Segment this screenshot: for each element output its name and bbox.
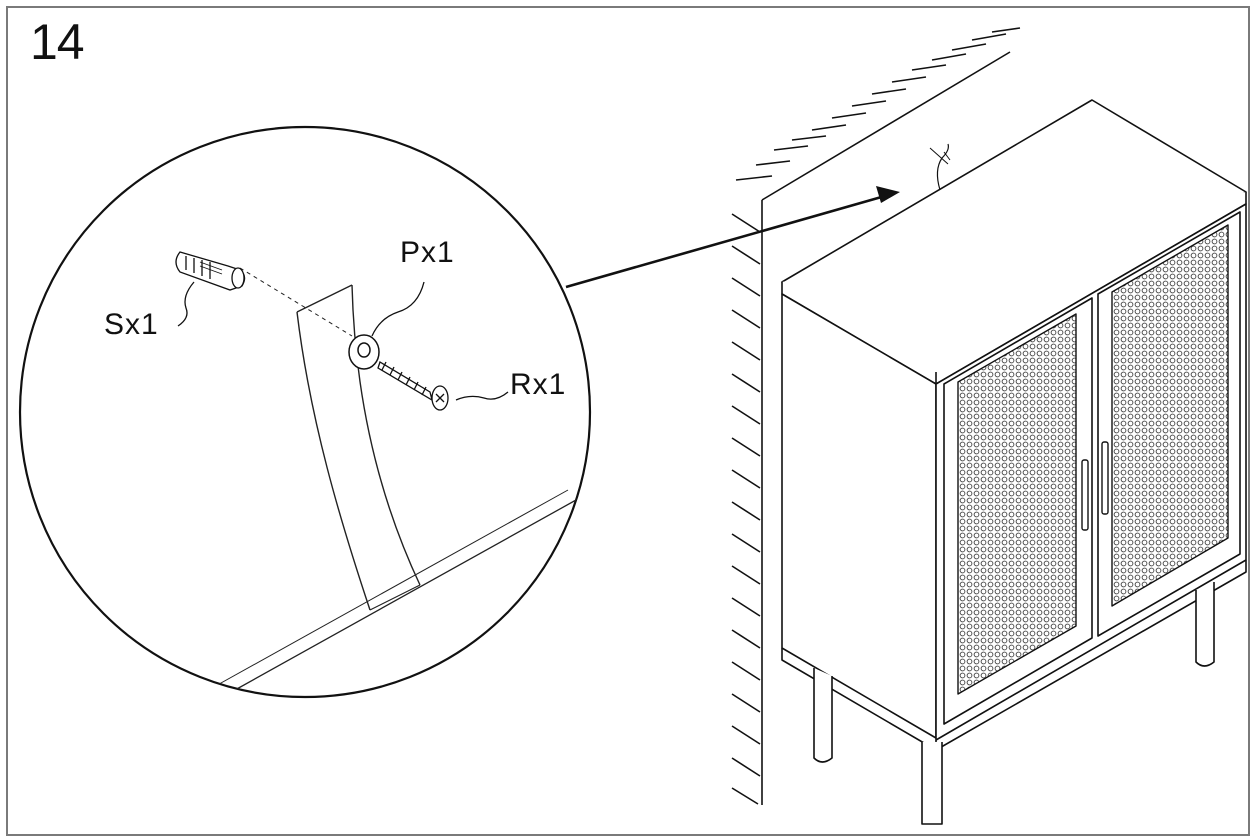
part-s-label: Sx1 [104,308,159,341]
wall [731,27,1021,805]
washer-part-p [348,334,380,370]
part-r-label: Rx1 [510,368,567,401]
part-p-label: Px1 [400,236,455,269]
callout-leaders [177,281,509,401]
screw-part-r [377,361,449,411]
detail-magnifier [18,125,592,699]
step-number: 14 [30,14,85,70]
wall-plug-part-s [175,251,246,291]
cabinet [781,99,1247,825]
detail-pointer-arrow [565,186,900,289]
